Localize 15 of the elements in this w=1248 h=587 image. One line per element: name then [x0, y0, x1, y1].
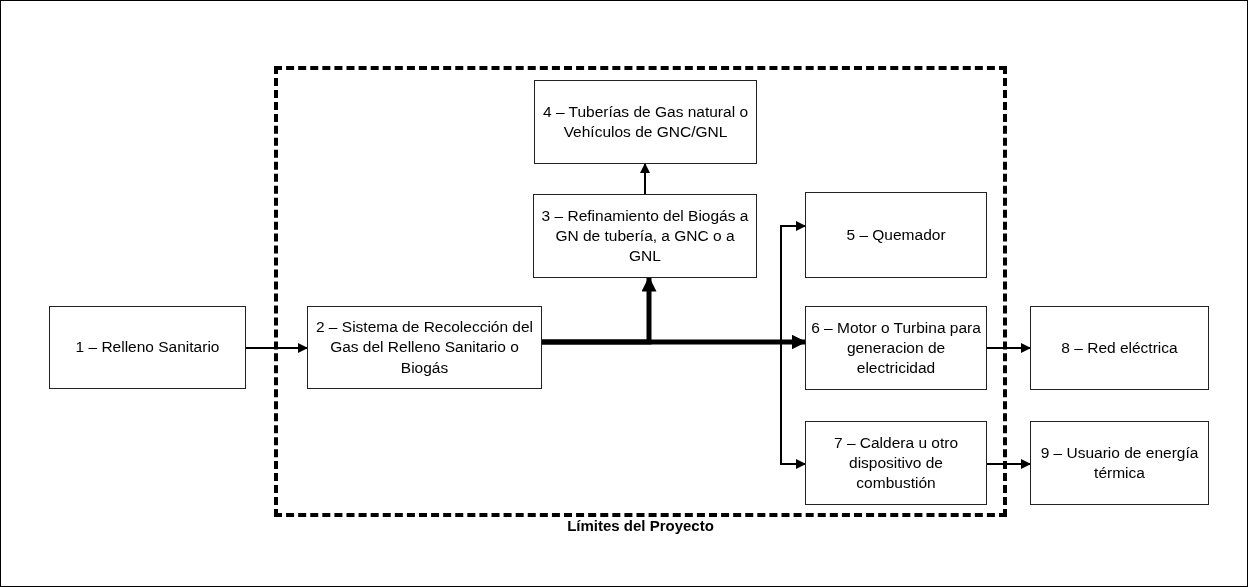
arrow	[986, 343, 1031, 353]
arrow	[542, 334, 807, 350]
boundary-label: Límites del Proyecto	[566, 517, 715, 534]
process-box: 2 – Sistema de Recolección del Gas del Relleno Sanitario o Biogás	[307, 306, 542, 389]
process-box: 1 – Relleno Sanitario	[49, 306, 246, 389]
process-box: 8 – Red eléctrica	[1030, 306, 1209, 390]
arrow	[640, 163, 650, 195]
arrow	[986, 459, 1031, 469]
process-box: 9 – Usuario de energía térmica	[1030, 421, 1209, 505]
process-box: 4 – Tuberías de Gas natural o Vehículos de GNC/GNL	[534, 80, 757, 164]
process-box: 5 – Quemador	[805, 192, 987, 278]
process-box: 7 – Caldera u otro dispositivo de combustión	[805, 421, 987, 505]
process-box: 6 – Motor o Turbina para generacion de electricidad	[805, 306, 987, 390]
arrow	[245, 343, 308, 353]
process-box: 3 – Refinamiento del Biogás a GN de tubería, a GNC o a GNL	[533, 194, 757, 278]
